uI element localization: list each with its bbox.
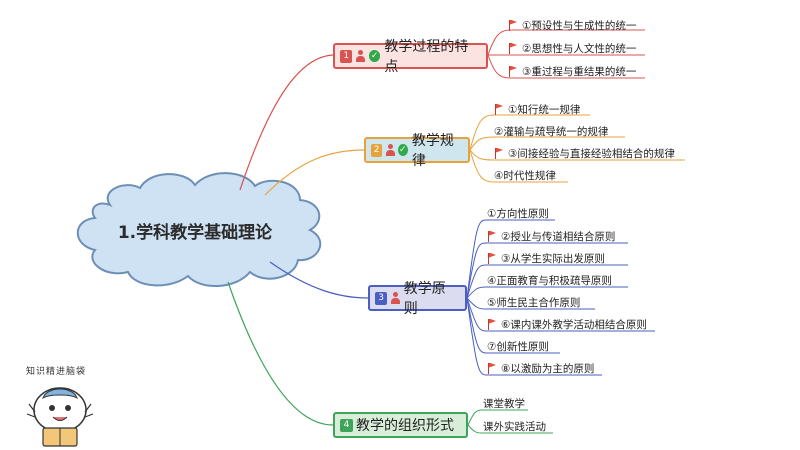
leaf-3-6[interactable]: ⑥课内课外教学活动相结合原则 bbox=[487, 316, 647, 332]
connector-leaf-2-4 bbox=[469, 149, 568, 183]
branch-label: 教学的组织形式 bbox=[356, 418, 454, 434]
leaf-2-3[interactable]: ③间接经验与直接经验相结合的规律 bbox=[494, 145, 675, 161]
connector-branch-1 bbox=[239, 54, 336, 191]
leaf-label: ②灌输与疏导统一的规律 bbox=[494, 125, 609, 138]
person-icon bbox=[355, 50, 366, 62]
flag-icon bbox=[487, 318, 497, 330]
connector-leaf-4-1 bbox=[467, 409, 528, 426]
connector-leaf-4-2 bbox=[467, 424, 553, 434]
root-title: 1.学科教学基础理论 bbox=[117, 223, 273, 243]
leaf-1-2[interactable]: ②思想性与人文性的统一 bbox=[508, 40, 636, 56]
flag-icon bbox=[487, 252, 497, 264]
connector-leaf-3-7 bbox=[466, 297, 560, 354]
leaf-label: ①方向性原则 bbox=[487, 207, 549, 220]
leaf-3-2[interactable]: ②授业与传道相结合原则 bbox=[487, 228, 615, 244]
branch-label: 教学过程的特点 bbox=[384, 39, 469, 75]
leaf-label: ④时代性规律 bbox=[494, 169, 556, 182]
branch-teaching-organization-forms[interactable]: 4 教学的组织形式 bbox=[333, 412, 468, 438]
leaf-3-4[interactable]: ④正面教育与积极疏导原则 bbox=[487, 272, 612, 288]
flag-icon bbox=[508, 65, 518, 77]
leaf-label: ④正面教育与积极疏导原则 bbox=[487, 274, 612, 287]
leaf-label: ⑤师生民主合作原则 bbox=[487, 296, 581, 309]
connector-leaf-3-2 bbox=[466, 242, 628, 299]
leaf-2-4[interactable]: ④时代性规律 bbox=[494, 167, 556, 183]
check-icon: ✓ bbox=[368, 50, 381, 62]
number-badge: 1 bbox=[340, 49, 353, 63]
leaf-label: 课外实践活动 bbox=[483, 420, 546, 433]
leaf-2-1[interactable]: ①知行统一规律 bbox=[494, 101, 580, 117]
branch-teaching-principles[interactable]: 3 教学原则 bbox=[368, 281, 467, 317]
leaf-label: ②授业与传道相结合原则 bbox=[501, 230, 616, 243]
connector-leaf-2-2 bbox=[469, 136, 625, 151]
branch-label: 教学规律 bbox=[411, 133, 454, 169]
leaf-4-1[interactable]: 课堂教学 bbox=[483, 395, 525, 411]
connector-leaf-3-1 bbox=[466, 219, 555, 299]
connector-leaf-2-1 bbox=[469, 114, 590, 151]
branch-teaching-laws[interactable]: 2 ✓ 教学规律 bbox=[364, 133, 470, 169]
leaf-label: ⑦创新性原则 bbox=[487, 340, 549, 353]
leaf-label: ①知行统一规律 bbox=[508, 103, 581, 116]
connector-leaf-3-5 bbox=[466, 297, 595, 310]
connector-branch-3 bbox=[269, 261, 369, 299]
flag-icon bbox=[508, 42, 518, 54]
leaf-3-7[interactable]: ⑦创新性原则 bbox=[487, 338, 549, 354]
leaf-label: ③重过程与重结果的统一 bbox=[522, 65, 637, 78]
connector-leaf-1-3 bbox=[487, 54, 645, 79]
flag-icon bbox=[487, 230, 497, 242]
connector-leaf-3-4 bbox=[466, 286, 628, 299]
connector-branch-2 bbox=[264, 149, 365, 196]
number-badge: 4 bbox=[340, 418, 353, 432]
leaf-4-2[interactable]: 课外实践活动 bbox=[483, 418, 546, 434]
person-icon bbox=[390, 292, 401, 304]
branch-label: 教学原则 bbox=[403, 281, 446, 317]
person-icon bbox=[385, 144, 396, 156]
leaf-label: ①预设性与生成性的统一 bbox=[522, 19, 637, 32]
leaf-3-3[interactable]: ③从学生实际出发原则 bbox=[487, 250, 605, 266]
leaf-1-3[interactable]: ③重过程与重结果的统一 bbox=[508, 63, 636, 79]
mascot-caption: 知识精进脑袋 bbox=[26, 367, 87, 377]
leaf-1-1[interactable]: ①预设性与生成性的统一 bbox=[508, 17, 636, 33]
flag-icon bbox=[494, 103, 504, 115]
branch-teaching-process-features[interactable]: 1 ✓ 教学过程的特点 bbox=[333, 39, 488, 75]
leaf-label: ③间接经验与直接经验相结合的规律 bbox=[508, 147, 675, 160]
connector-branch-4 bbox=[227, 281, 334, 426]
flag-icon bbox=[494, 147, 504, 159]
leaf-2-2[interactable]: ②灌输与疏导统一的规律 bbox=[494, 123, 608, 139]
leaf-label: ②思想性与人文性的统一 bbox=[522, 42, 637, 55]
root-cloud bbox=[76, 172, 322, 288]
flag-icon bbox=[508, 19, 518, 31]
leaf-3-8[interactable]: ⑧以激励为主的原则 bbox=[487, 360, 594, 376]
leaf-label: ③从学生实际出发原则 bbox=[501, 252, 605, 265]
connector-leaf-3-8 bbox=[466, 297, 602, 376]
flag-icon bbox=[487, 362, 497, 374]
leaf-label: ⑧以激励为主的原则 bbox=[501, 362, 595, 375]
leaf-3-1[interactable]: ①方向性原则 bbox=[487, 205, 549, 221]
number-badge: 3 bbox=[375, 291, 388, 305]
leaf-label: 课堂教学 bbox=[483, 397, 525, 410]
check-icon: ✓ bbox=[397, 144, 408, 156]
number-badge: 2 bbox=[371, 143, 383, 157]
connector-leaf-3-3 bbox=[466, 264, 628, 299]
leaf-label: ⑥课内课外教学活动相结合原则 bbox=[501, 318, 647, 331]
leaf-3-5[interactable]: ⑤师生民主合作原则 bbox=[487, 294, 580, 310]
connector-leaf-3-6 bbox=[466, 297, 655, 332]
connector-leaf-2-3 bbox=[469, 149, 685, 161]
mascot-illustration bbox=[26, 387, 94, 447]
